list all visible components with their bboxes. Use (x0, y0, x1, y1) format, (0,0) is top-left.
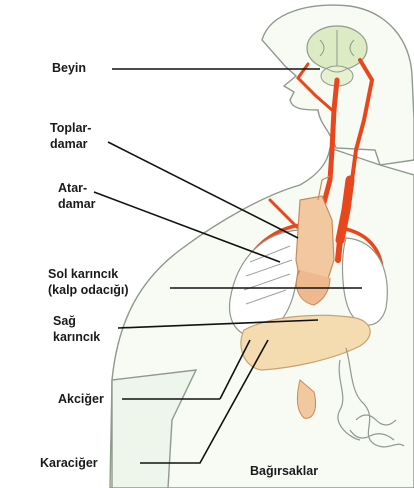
label-brain: Beyin (52, 60, 86, 76)
label-veins: Toplar- damar (50, 120, 91, 152)
label-lung: Akciğer (58, 391, 104, 407)
label-right-ventricle: Sağ karıncık (53, 313, 100, 345)
label-left-ventricle: Sol karıncık (kalp odacığı) (48, 266, 129, 298)
leader-line-veins (108, 142, 298, 238)
label-intestines: Bağırsaklar (250, 463, 318, 479)
label-liver: Karaciğer (40, 455, 98, 471)
label-arteries: Atar- damar (58, 180, 96, 212)
